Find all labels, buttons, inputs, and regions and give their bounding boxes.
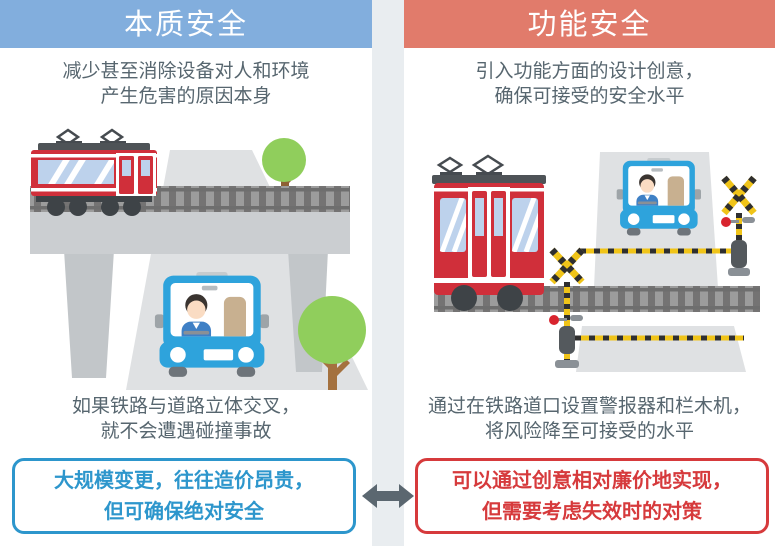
right-illustration [404,120,775,390]
tree-icon [298,296,366,390]
crossing-road [576,326,746,372]
conclusion-line: 大规模变更，往往造价昂贵， [54,468,314,492]
right-panel-title: 功能安全 [404,0,775,48]
crossing-signal-icon [580,175,757,276]
right-conclusion-box: 可以通过创意相对廉价地实现， 但需要考虑失效时的对策 [415,458,769,534]
car-icon [154,272,269,377]
subtitle-line: 引入功能方面的设计创意， [475,60,704,82]
warning-light-icon [721,217,731,227]
subtitle-line: 确保可接受的安全水平 [494,85,685,107]
description-line: 就不会遭遇碰撞事故 [100,420,272,442]
tree-icon [262,138,306,192]
bridge-deck [30,212,350,254]
panel-intrinsic-safety: 本质安全 减少甚至消除设备对人和环境 产生危害的原因本身 [0,0,372,546]
subtitle-line: 减少甚至消除设备对人和环境 [62,60,310,82]
right-panel-description: 通过在铁路道口设置警报器和栏木机， 将风险降至可接受的水平 [404,390,775,444]
car-icon [616,158,701,236]
double-arrow-icon [362,484,414,508]
train-icon [432,154,546,311]
left-conclusion-box: 大规模变更，往往造价昂贵， 但可确保绝对安全 [12,458,356,534]
left-panel-title: 本质安全 [0,0,372,48]
bridge-pier [64,250,114,378]
crossing-signal-icon [549,247,744,368]
left-panel-description: 如果铁路与道路立体交叉， 就不会遭遇碰撞事故 [0,390,372,444]
center-gutter [372,0,404,546]
description-line: 将风险降至可接受的水平 [484,420,694,442]
subtitle-line: 产生危害的原因本身 [100,85,272,107]
train-icon [31,128,157,216]
conclusion-line: 但可确保绝对安全 [104,499,264,523]
description-line: 通过在铁路道口设置警报器和栏木机， [427,395,751,417]
panel-functional-safety: 功能安全 引入功能方面的设计创意， 确保可接受的安全水平 [404,0,775,546]
right-panel-subtitle: 引入功能方面的设计创意， 确保可接受的安全水平 [404,48,775,120]
left-panel-subtitle: 减少甚至消除设备对人和环境 产生危害的原因本身 [0,48,372,120]
description-line: 如果铁路与道路立体交叉， [71,395,300,417]
conclusion-line: 但需要考虑失效时的对策 [482,499,702,523]
left-illustration [0,120,372,390]
warning-light-icon [549,315,559,325]
conclusion-line: 可以通过创意相对廉价地实现， [452,468,732,492]
